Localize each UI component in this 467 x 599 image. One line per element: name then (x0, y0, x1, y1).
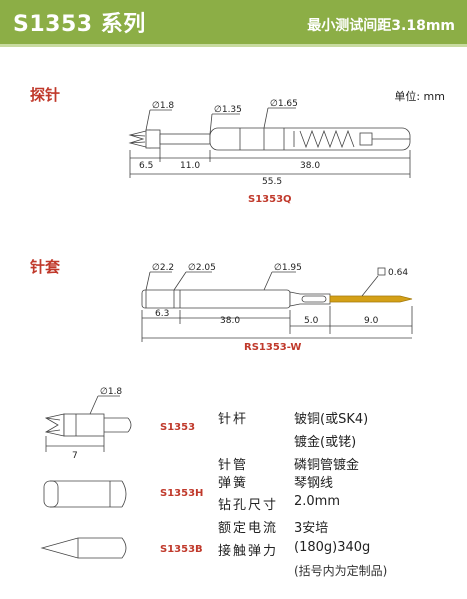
receptacle-section-title: 针套 (30, 258, 61, 276)
probe-plunger-diameter: ∅1.35 (214, 105, 242, 115)
probe-drawing (128, 127, 411, 151)
spec-label: 针管 (218, 458, 249, 473)
spec-value: 镀金(或铑) (294, 435, 357, 450)
probe-section-title: 探针 (30, 86, 61, 104)
receptacle-body-length: 38.0 (220, 316, 240, 326)
spec-value: 3安培 (294, 521, 329, 536)
spec-label: 弹簧 (218, 476, 249, 491)
tip-s1353-length: 7 (72, 451, 78, 461)
tip-s1353b-model: S1353B (160, 544, 203, 555)
page-title: S1353 系列 (13, 12, 146, 37)
spec-label: 额定电流 (218, 521, 279, 536)
probe-model: S1353Q (248, 194, 292, 205)
unit-label: 单位: mm (394, 90, 445, 103)
tip-s1353-model: S1353 (160, 422, 195, 433)
probe-total-length: 55.5 (262, 177, 282, 187)
spec-value: 2.0mm (294, 494, 341, 509)
min-pitch-spec: 最小测试间距3.18mm (307, 18, 455, 34)
receptacle-body-diameter: ∅1.95 (274, 263, 302, 273)
header-underline (0, 44, 467, 47)
tip-s1353-drawing (44, 395, 132, 452)
receptacle-model: RS1353-W (244, 342, 301, 353)
receptacle-drawing (141, 289, 413, 309)
tip-s1353h-drawing (43, 480, 127, 508)
receptacle-square-pin: 0.64 (388, 268, 408, 278)
receptacle-collar-diameter: ∅2.05 (188, 263, 216, 273)
receptacle-collar-length: 5.0 (304, 316, 319, 326)
receptacle-head-diameter: ∅2.2 (152, 263, 174, 273)
spec-value: (180g)340g (294, 540, 371, 555)
spec-value: 磷铜管镀金 (294, 458, 360, 473)
custom-note: (括号内为定制品) (294, 564, 388, 578)
spec-value: 琴钢线 (294, 476, 334, 491)
receptacle-pin-length: 9.0 (364, 316, 379, 326)
tip-s1353-diameter: ∅1.8 (100, 387, 122, 397)
spec-value: 铍铜(或SK4) (294, 412, 369, 427)
probe-plunger-length: 11.0 (180, 161, 200, 171)
spec-label: 接触弹力 (218, 544, 279, 559)
spec-label: 针杆 (218, 412, 249, 427)
spec-label: 钻孔尺寸 (218, 498, 279, 513)
probe-tip-length: 6.5 (139, 161, 153, 171)
receptacle-head-length: 6.3 (155, 309, 169, 319)
probe-barrel-length: 38.0 (300, 161, 320, 171)
probe-barrel-diameter: ∅1.65 (270, 99, 298, 109)
tip-s1353h-model: S1353H (160, 488, 203, 499)
tip-s1353b-drawing (40, 537, 127, 559)
header-bar: S1353 系列 最小测试间距3.18mm (0, 0, 467, 44)
probe-tip-diameter: ∅1.8 (152, 101, 174, 111)
